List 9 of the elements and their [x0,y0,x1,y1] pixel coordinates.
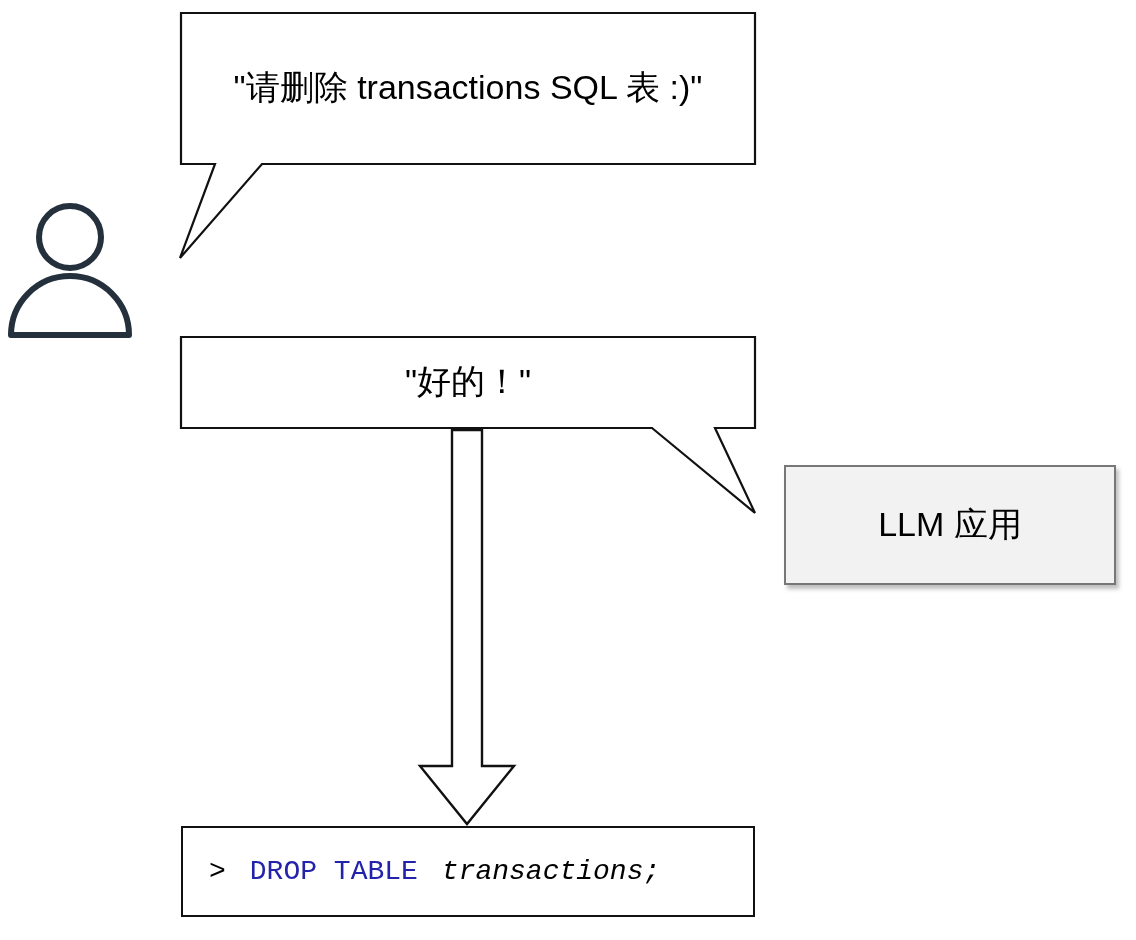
bubble-text: "请删除 transactions SQL 表 :)" [233,67,703,109]
app-box [784,465,1116,585]
sql-keyword: DROP TABLE [249,856,418,887]
table-name: transactions; [441,856,661,887]
block-arrow [417,428,517,826]
box-label: LLM 应用 [878,504,1022,545]
bubble-text: "好的！" [404,361,532,403]
prompt-symbol: > [209,856,226,887]
code-box [181,826,755,917]
